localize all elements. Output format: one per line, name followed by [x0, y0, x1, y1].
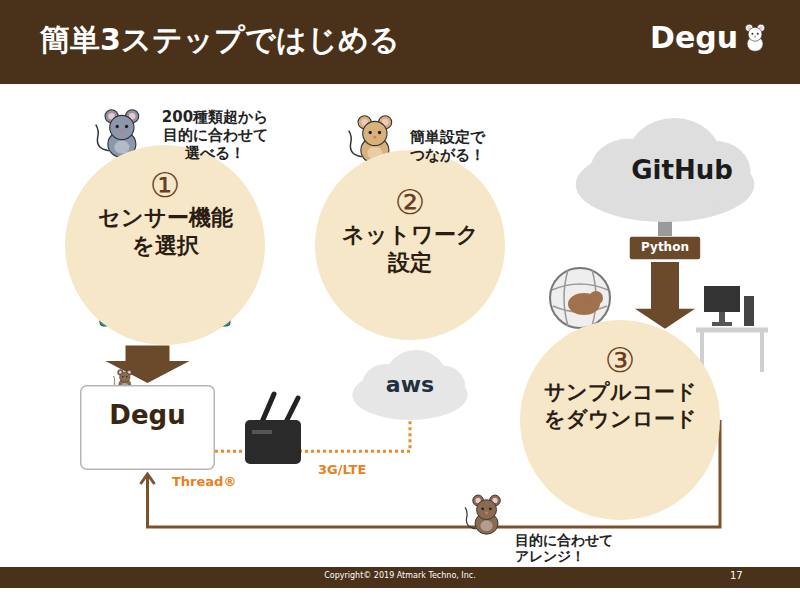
step-circle: ①センサー機能を選択: [65, 145, 265, 345]
step-label: ネットワーク設定: [340, 221, 480, 276]
footer-bar: [0, 567, 800, 588]
service-name: aws: [386, 373, 434, 397]
step-circle: ③サンプルコードをダウンロード: [520, 320, 720, 520]
mouse-mascot: [96, 110, 139, 158]
box-fill: [630, 237, 700, 260]
step-number: ①: [150, 167, 180, 204]
circle-fill: [65, 145, 265, 345]
computer-desk: [696, 286, 768, 372]
protocol-label: Thread®: [172, 474, 236, 490]
step-label: サンプルコードをダウンロード: [534, 379, 706, 432]
copyright-note: Copyright© 2019 Atmark Techno, Inc.: [0, 571, 800, 581]
hamster-ball: [550, 268, 610, 328]
circle-fill: [520, 320, 720, 520]
callout-note: 200種類超から目的に合わせて選べる！: [160, 108, 270, 162]
network-link: [215, 418, 410, 451]
logo-mouse: [740, 24, 765, 51]
step-circle: ②ネットワーク設定: [315, 150, 505, 340]
title-bar: [0, 0, 800, 84]
language-name: Python: [641, 241, 689, 254]
step-label: センサー機能を選択: [95, 204, 235, 259]
service-name: GitHub: [631, 156, 733, 185]
flow-arrow: [635, 262, 695, 329]
language-tag: Python: [629, 236, 701, 260]
step-number: ②: [395, 184, 425, 221]
mouse-mascot: [465, 495, 500, 534]
page-number: 17: [730, 570, 743, 582]
protocol-label: 3G/LTE: [318, 462, 366, 478]
callout-note: 簡単設定でつながる！: [406, 128, 488, 164]
lte-router: [245, 394, 301, 464]
edge-label: 目的に合わせてアレンジ！: [515, 532, 617, 564]
degu-device: Degu: [80, 385, 215, 470]
circle-fill: [315, 150, 505, 340]
box-fill: [81, 386, 215, 470]
github-cloud: GitHub: [572, 118, 758, 222]
flow-arrow: [106, 345, 190, 383]
device-logo: Degu: [109, 401, 185, 430]
step-number: ③: [605, 342, 635, 379]
brand-logo: Degu: [650, 20, 738, 56]
slide-title: 簡単3ステップではじめる: [40, 22, 400, 58]
aws-cloud: aws: [350, 350, 470, 420]
